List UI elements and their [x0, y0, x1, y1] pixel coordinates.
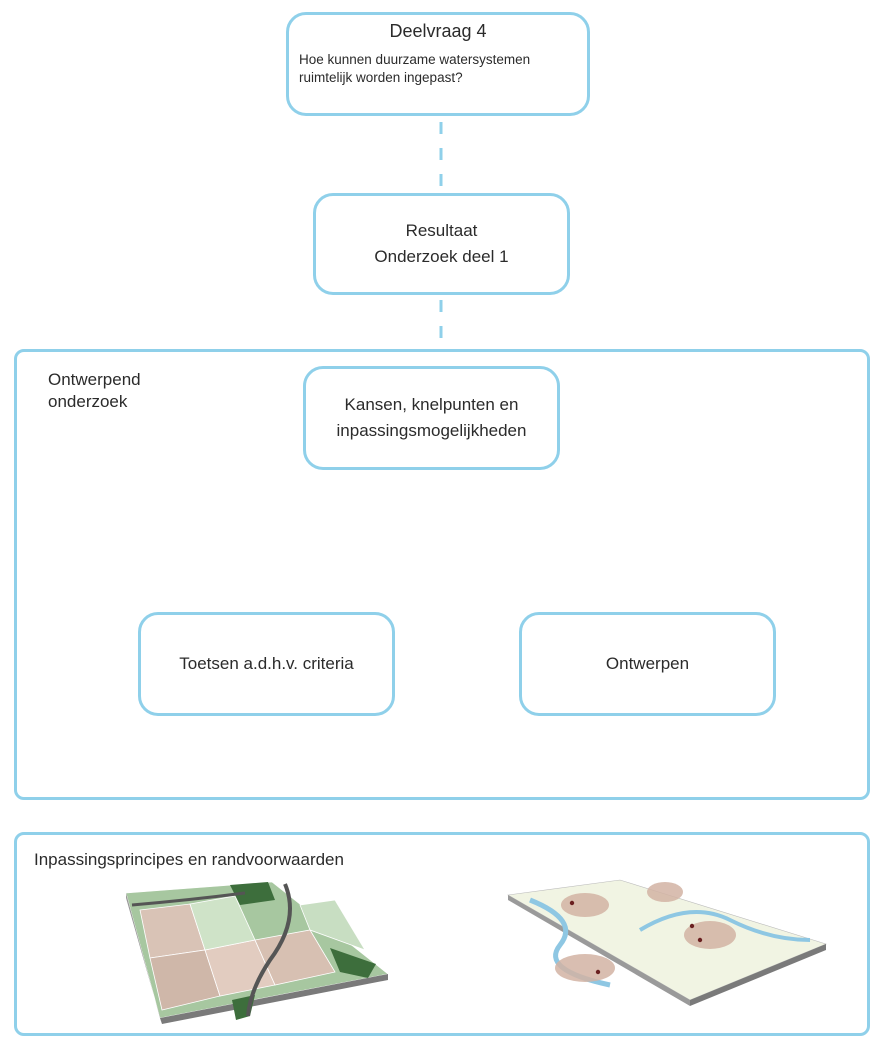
design-research-label-line1: Ontwerpend	[48, 370, 141, 389]
result-line1: Resultaat	[405, 221, 478, 240]
opportunities-line2: inpassingsmogelijkheden	[336, 421, 527, 440]
result-line2: Onderzoek deel 1	[374, 247, 509, 266]
testing-label: Toetsen a.d.h.v. criteria	[179, 654, 354, 673]
question-title: Deelvraag 4	[389, 21, 487, 41]
question-text-line1: Hoe kunnen duurzame watersystemen	[299, 52, 531, 67]
question-text-line2: ruimtelijk worden ingepast?	[299, 70, 463, 85]
designing-box: Ontwerpen	[519, 612, 776, 716]
landscape-parcels-illustration	[125, 881, 389, 1024]
question-text: Hoe kunnen duurzame watersystemen ruimte…	[299, 51, 530, 87]
principles-label: Inpassingsprincipes en randvoorwaarden	[34, 850, 344, 869]
result-box: Resultaat Onderzoek deel 1	[313, 193, 570, 295]
landscape-water-illustration	[507, 879, 827, 1006]
testing-box: Toetsen a.d.h.v. criteria	[138, 612, 395, 716]
opportunities-line1: Kansen, knelpunten en	[344, 395, 519, 414]
designing-label: Ontwerpen	[605, 654, 690, 673]
design-research-label-line2: onderzoek	[48, 392, 128, 411]
question-box: Deelvraag 4 Hoe kunnen duurzame watersys…	[286, 12, 590, 116]
design-research-label: Ontwerpend onderzoek	[48, 369, 141, 413]
opportunities-box: Kansen, knelpunten en inpassingsmogelijk…	[303, 366, 560, 470]
